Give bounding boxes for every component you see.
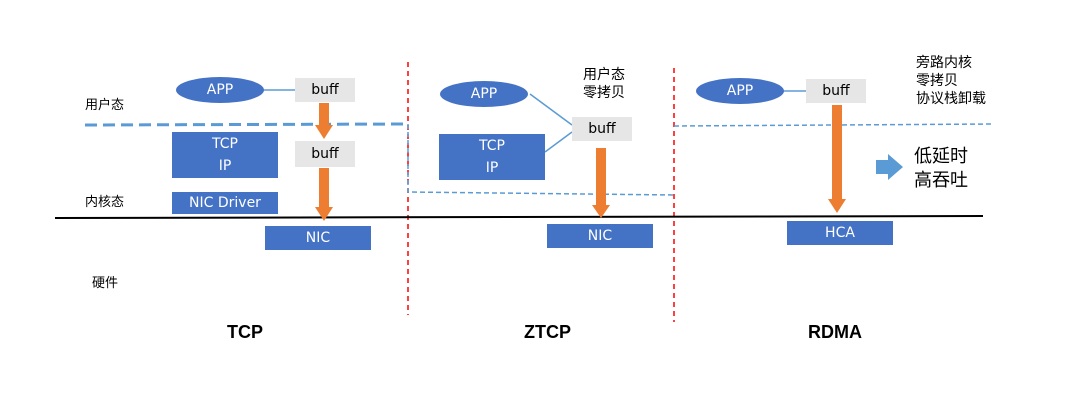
- tcp-title: TCP: [227, 322, 263, 342]
- ztcp-note-line2: 零拷贝: [583, 85, 625, 101]
- tcp-protocol-label: TCP: [212, 136, 238, 152]
- rdma-buff: buff: [806, 79, 866, 103]
- hca-box: HCA: [787, 221, 893, 245]
- rdma-arrow-buff-to-hca: [828, 105, 846, 213]
- hardware-boundary-line: [54, 215, 984, 219]
- tcp-app-node: APP: [176, 77, 264, 103]
- ztcp-user-kernel-boundary: [407, 124, 675, 196]
- benefit-low-latency: 低延时: [914, 146, 968, 167]
- ztcp-tcp-buff-connector: [544, 131, 573, 153]
- tcp-kernel-buff: buff: [295, 141, 355, 167]
- nic-driver-box: NIC Driver: [172, 192, 278, 214]
- rdma-note-line3: 协议栈卸载: [916, 91, 986, 107]
- user-space-label: 用户态: [85, 98, 125, 113]
- ip-protocol-label: IP: [218, 158, 232, 174]
- tcp-nic-box: NIC: [265, 226, 371, 250]
- ztcp-app-node: APP: [440, 81, 528, 107]
- tcp-arrow-kernel-to-nic: [315, 168, 333, 221]
- ztcp-note-line1: 用户态: [583, 67, 625, 83]
- rdma-user-kernel-boundary: [673, 123, 994, 127]
- ztcp-nic-box: NIC: [547, 224, 653, 248]
- ztcp-tcp-label: TCP: [479, 138, 505, 154]
- ztcp-app-buff-connector: [529, 93, 573, 126]
- ztcp-title: ZTCP: [524, 322, 571, 342]
- ztcp-arrow-buff-to-nic: [592, 148, 610, 218]
- hardware-label: 硬件: [92, 276, 119, 291]
- rdma-benefit-text: 低延时 高吞吐: [914, 145, 968, 193]
- ztcp-ip-label: IP: [485, 160, 499, 176]
- benefit-high-throughput: 高吞吐: [914, 170, 968, 191]
- tcp-user-kernel-boundary: [84, 122, 409, 127]
- ztcp-buff: buff: [572, 117, 632, 141]
- tcp-user-buff: buff: [295, 78, 355, 102]
- rdma-title: RDMA: [808, 322, 862, 342]
- rdma-feature-note: 旁路内核 零拷贝 协议栈卸载: [916, 54, 986, 108]
- tcp-ip-stack-box: TCP IP: [172, 132, 278, 178]
- benefit-arrow-icon: [876, 154, 903, 180]
- rdma-note-line1: 旁路内核: [916, 55, 972, 71]
- rdma-app-node: APP: [696, 78, 784, 104]
- tcp-arrow-user-to-kernel: [315, 103, 333, 139]
- kernel-space-label: 内核态: [85, 195, 125, 210]
- rdma-note-line2: 零拷贝: [916, 73, 958, 89]
- ztcp-feature-note: 用户态 零拷贝: [583, 66, 625, 102]
- ztcp-tcp-ip-box: TCP IP: [439, 134, 545, 180]
